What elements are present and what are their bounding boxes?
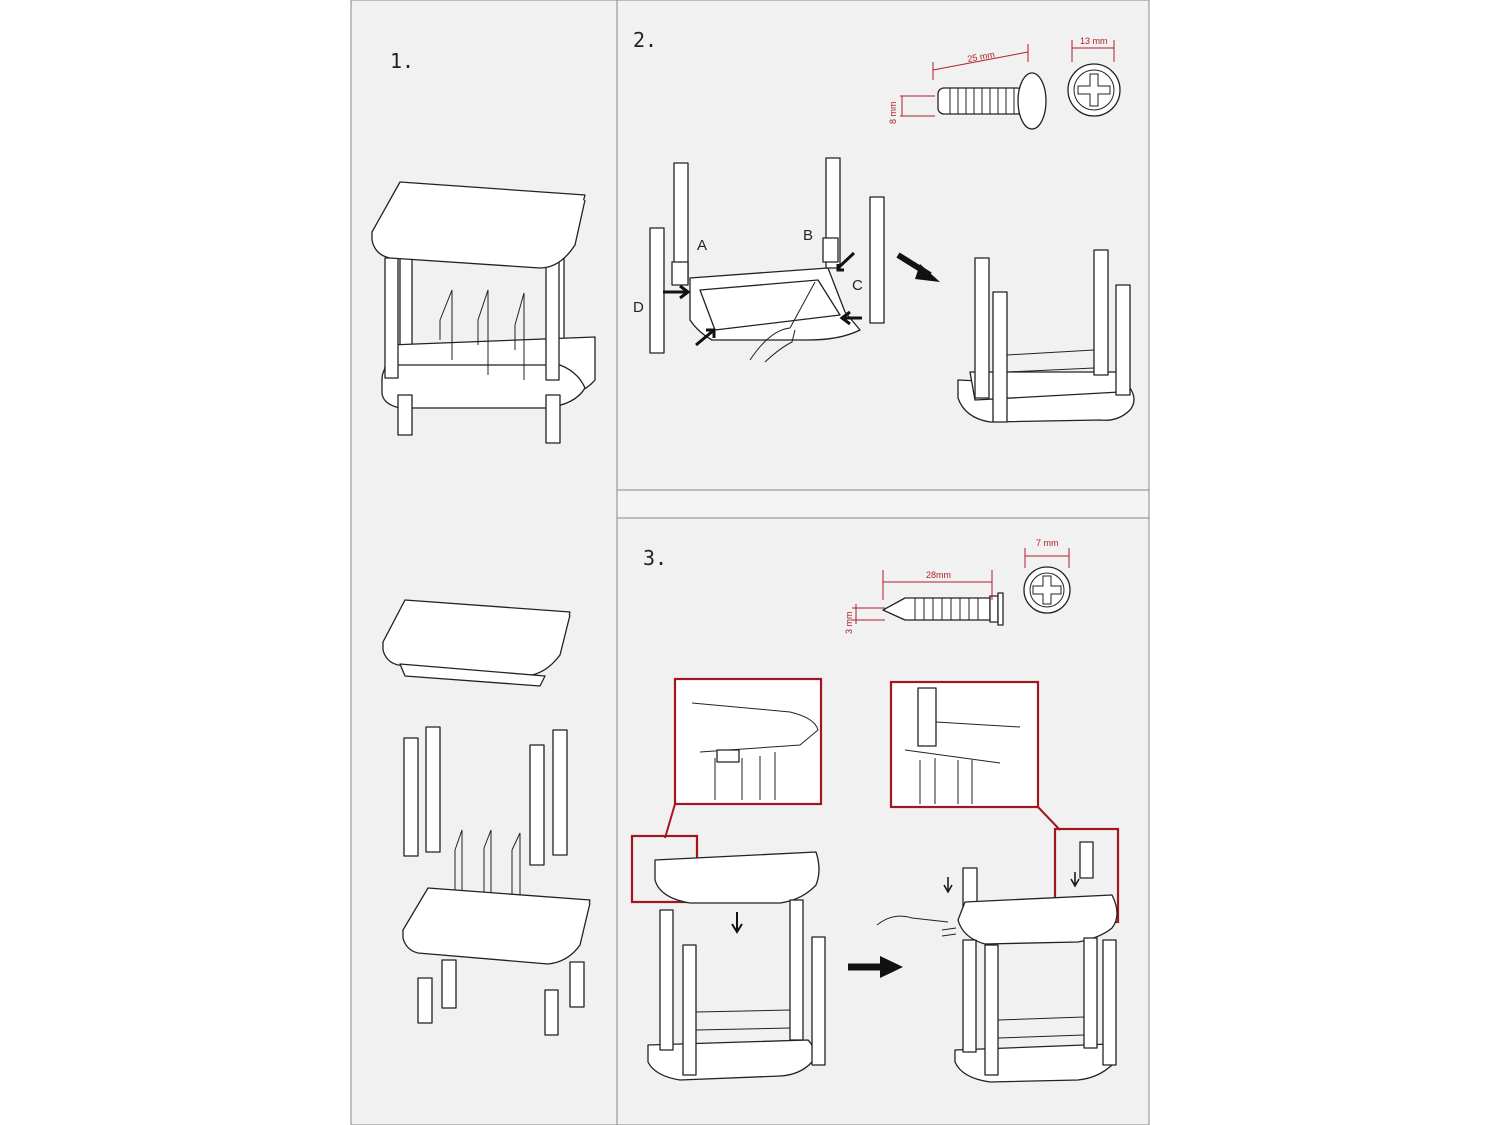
screw-head-13mm-icon	[1067, 63, 1121, 117]
callout-c: C	[852, 277, 863, 294]
screw-head-7mm-icon	[1023, 566, 1071, 614]
panel-gap	[616, 489, 1150, 519]
exploded-parts-illustration	[382, 599, 591, 1036]
screw-7mm-label: 7 mm	[1036, 538, 1059, 548]
assembled-stand-illustration	[371, 181, 596, 444]
detail-box-left	[664, 677, 823, 839]
step-3-left-assembly	[647, 851, 826, 1081]
step-3-screw-spec: 28mm 3 mm 7 mm	[844, 538, 1071, 635]
step-3-number: 3.	[643, 546, 667, 570]
assembly-arrowhead-icon	[880, 956, 903, 978]
step-2-number: 2.	[633, 28, 657, 52]
screw-length-label: 25 mm	[967, 49, 996, 64]
callout-a: A	[697, 237, 707, 254]
callout-b: B	[803, 227, 813, 244]
detail-box-right	[889, 680, 1061, 831]
callout-d: D	[633, 299, 644, 316]
next-step-arrowhead-icon	[915, 264, 940, 282]
step-3-right-assembly	[876, 841, 1118, 1083]
step-2-result-illustration	[957, 249, 1135, 423]
screw-28mm-icon	[882, 592, 1004, 626]
step-2-screw-spec: 25 mm 8 mm 13 mm	[888, 36, 1121, 130]
step-2-frame-assembly	[649, 157, 885, 363]
screw-25mm-icon	[937, 72, 1047, 130]
step-1-number: 1.	[390, 49, 414, 73]
screw-diameter-label: 8 mm	[888, 102, 898, 125]
screw-3mm-label: 3 mm	[844, 612, 854, 635]
screw-head-label: 13 mm	[1080, 36, 1108, 46]
panel-step-3	[616, 517, 1150, 1125]
screw-28mm-label: 28mm	[926, 570, 951, 580]
